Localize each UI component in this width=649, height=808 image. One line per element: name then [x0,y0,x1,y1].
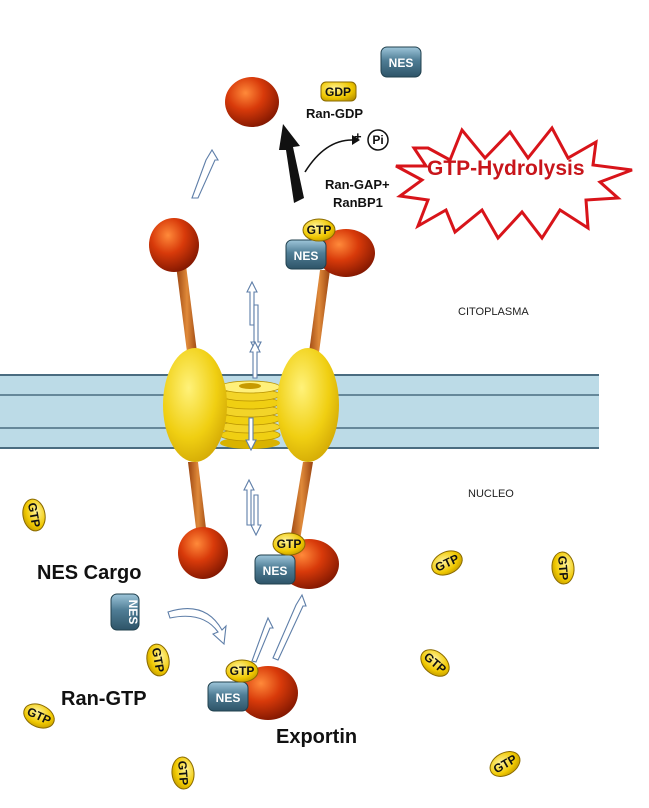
gtp-token [170,755,196,791]
phosphate-arrow-head [352,135,360,145]
nes-cargo-label: NES Cargo [37,562,142,584]
ran-gap-label: Ran-GAP+ [325,177,390,192]
phosphate-circle [367,129,389,151]
gtp-token [550,550,576,586]
ranbp1-label: RanBP1 [333,195,383,210]
nes-tag-top: NES [285,239,327,270]
gtp-token-top [302,218,336,242]
ran-gdp-label: Ran-GDP [306,106,364,121]
nes-tag-bottom: NES [254,554,296,585]
plus-sign: + [354,129,362,144]
gtp-token [485,745,525,783]
cytoplasm-region-label: CITOPLASMA [458,306,529,318]
gtp-token-exportin [225,659,259,683]
svg-text:NES: NES [389,56,414,70]
gdp-label: GDP [325,85,351,99]
cytoplasmic-filament-ball [149,218,199,272]
nes-cargo-tag: NES [110,593,140,631]
gdp-token [320,81,357,102]
svg-text:NES: NES [294,249,319,263]
nucleus-region-label: NUCLEO [468,488,514,500]
cargo-binding-arrow [167,608,227,646]
pore-central-channel [219,380,281,449]
exportin-ball-top [317,229,375,277]
gtp-token-bottom [272,532,306,556]
gtp-token [19,496,49,534]
phosphate-label: Pi [372,133,383,147]
nes-tag-exportin: NES [207,681,249,712]
svg-text:NES: NES [126,600,140,625]
exportin-label: Exportin [276,726,358,748]
pore-lobe-right [277,348,339,462]
hydrolysis-label: GTP-Hydrolysis [427,157,585,180]
free-nes-tag: NES [380,46,422,78]
ran-gtp-label: Ran-GTP [61,688,147,710]
nuclear-basket-ball [178,527,228,579]
svg-text:NES: NES [216,691,241,705]
gtp-token [427,545,467,581]
svg-text:NES: NES [263,564,288,578]
phosphate-release-arrow [304,139,353,173]
gtp-token [143,641,173,679]
gtp-token [19,698,59,734]
pore-right-filaments [290,270,330,540]
hydrolysis-burst [395,125,633,241]
pore-lobe-left [163,348,227,462]
passage-arrows [191,148,307,663]
release-arrow [279,124,304,203]
released-ran-ball [225,77,279,127]
pore-left-filaments [149,218,228,579]
gtp-token [415,643,455,683]
